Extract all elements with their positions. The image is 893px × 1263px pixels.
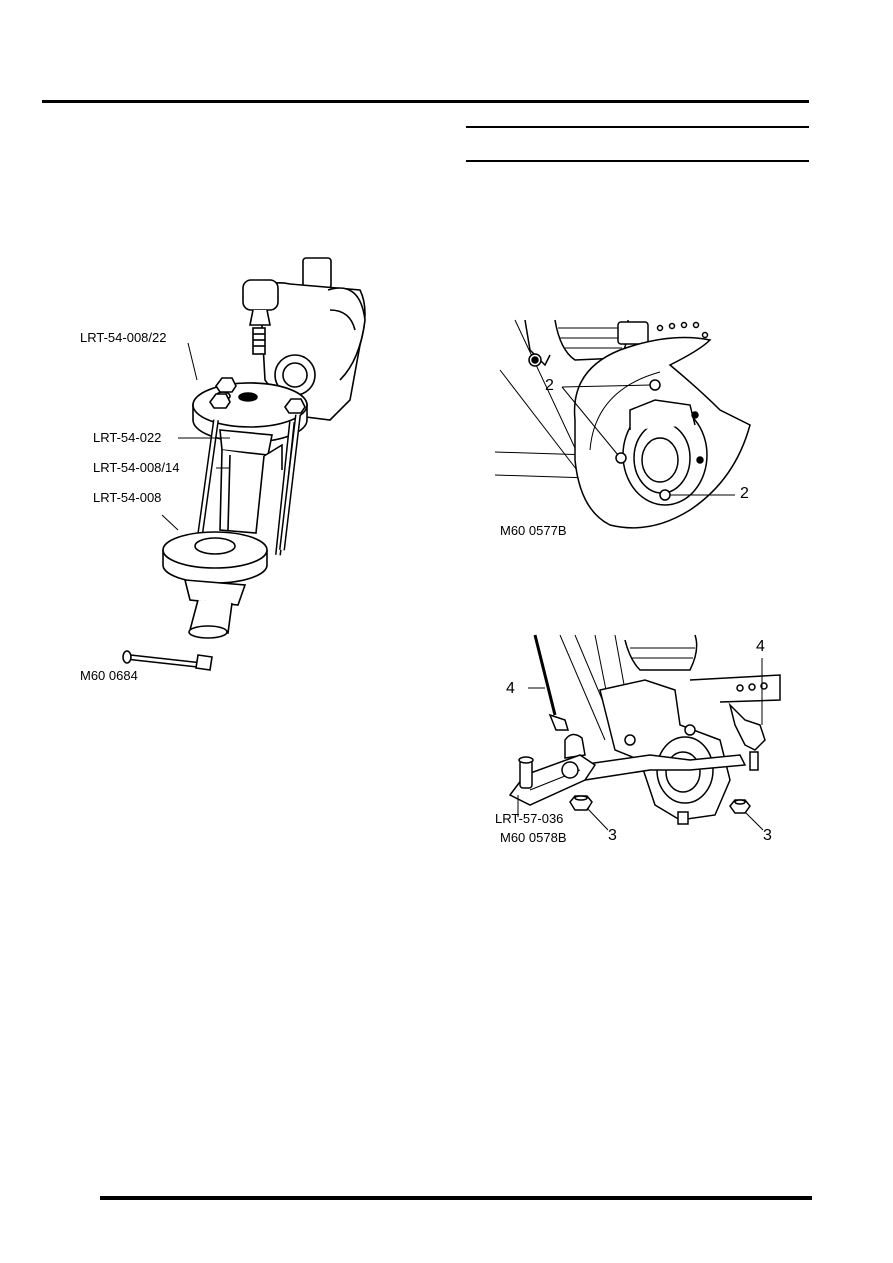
header-rule xyxy=(42,100,809,103)
callout-3-right: 3 xyxy=(763,827,772,844)
callout-4-right: 4 xyxy=(756,638,765,655)
hub-press-tool-illustration xyxy=(122,257,366,671)
figure-code: M60 0684 xyxy=(80,668,138,683)
callout-tool-number: LRT-57-036 xyxy=(495,811,564,826)
figure-code: M60 0578B xyxy=(500,830,567,845)
callout-top-plate: LRT-54-008/22 xyxy=(80,330,167,345)
callout-adapter: LRT-54-022 xyxy=(93,430,162,445)
footer-rule xyxy=(100,1196,812,1200)
callout-4-left: 4 xyxy=(506,680,515,697)
figure-brake-disc-shield: 2 2 M60 0577B xyxy=(490,310,770,550)
callout-3-left: 3 xyxy=(608,827,617,844)
section-rule-bottom xyxy=(466,160,809,162)
figure-ball-joint-separator: 4 4 LRT-57-036 3 3 M60 0578B xyxy=(490,630,790,860)
section-rule-top xyxy=(466,126,809,128)
callout-sleeve: LRT-54-008/14 xyxy=(93,460,180,475)
callout-2-lower: 2 xyxy=(740,485,749,502)
callout-2-upper: 2 xyxy=(545,377,554,394)
figure-code: M60 0577B xyxy=(500,523,567,538)
figure-hub-press-tool: LRT-54-008/22 LRT-54-022 LRT-54-008/14 L… xyxy=(60,250,370,700)
disc-shield-illustration xyxy=(494,319,751,529)
ball-joint-separator-illustration xyxy=(508,634,781,831)
callout-bottom-plate: LRT-54-008 xyxy=(93,490,162,505)
